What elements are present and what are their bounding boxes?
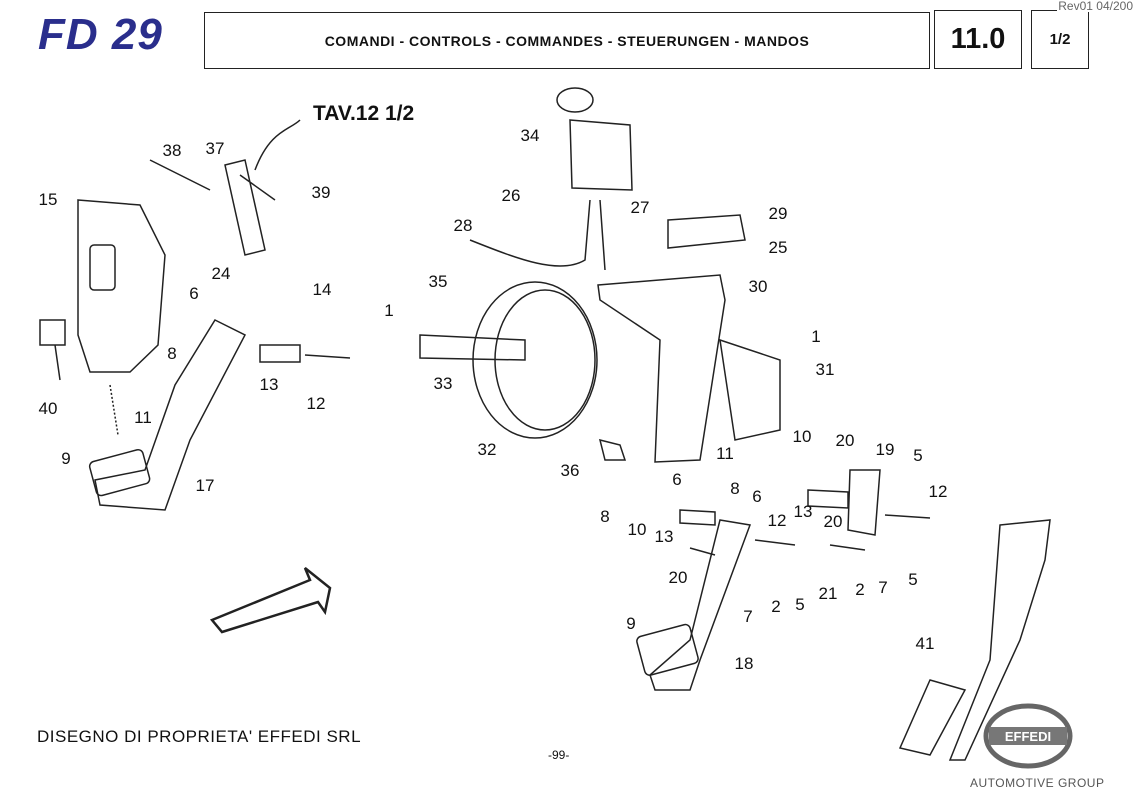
- callout: 27: [630, 198, 650, 217]
- callout: 6: [672, 470, 682, 489]
- brake-booster: [472, 281, 598, 439]
- callout: 29: [768, 204, 788, 223]
- callout: 26: [501, 186, 521, 205]
- callout: 18: [734, 654, 754, 673]
- callout: 8: [600, 507, 610, 526]
- callout: 28: [453, 216, 473, 235]
- accelerator-pedal: [948, 519, 1051, 761]
- callout: 32: [477, 440, 497, 459]
- callout: 5: [908, 570, 918, 589]
- callout: 13: [259, 375, 279, 394]
- brake-pedal: [649, 519, 752, 691]
- pedal-bracket: [77, 199, 166, 373]
- effedi-logo: EFFEDI: [983, 703, 1073, 769]
- brand-text: EFFEDI: [1005, 729, 1051, 744]
- direction-arrow: [209, 567, 332, 634]
- callout: 5: [795, 595, 805, 614]
- ownership-notice: DISEGNO DI PROPRIETA' EFFEDI SRL: [37, 727, 362, 746]
- callout: 7: [743, 607, 753, 626]
- page-number: -99-: [548, 748, 570, 762]
- callout: 19: [875, 440, 895, 459]
- callout: 38: [162, 141, 182, 160]
- callout: 11: [716, 444, 734, 463]
- section-text: 11.0: [950, 23, 1006, 55]
- callout: 2: [855, 580, 865, 599]
- callout: 12: [767, 511, 787, 530]
- pedal-box: [719, 338, 781, 441]
- callout: 10: [792, 427, 812, 446]
- callout: 6: [189, 284, 199, 303]
- clutch-pedal: [94, 319, 247, 511]
- callout: 40: [38, 399, 58, 418]
- callout: 11: [134, 408, 152, 427]
- callout: 39: [311, 183, 331, 202]
- callout: 5: [913, 446, 923, 465]
- fluid-reservoir: [569, 119, 633, 191]
- page-text: 1/2: [1049, 31, 1071, 48]
- support-bracket: [597, 274, 726, 463]
- revision-label: Rev01 04/200: [1057, 0, 1134, 13]
- callout: 41: [915, 634, 935, 653]
- callout: 12: [928, 482, 948, 501]
- callout: 14: [312, 280, 332, 299]
- table-reference: TAV.12 1/2: [313, 102, 415, 125]
- callout: 20: [835, 431, 855, 450]
- callout: 1: [384, 301, 394, 320]
- callout: 35: [428, 272, 448, 291]
- brand-tagline: AUTOMOTIVE GROUP: [970, 776, 1105, 790]
- callout: 20: [823, 512, 843, 531]
- callout: 8: [730, 479, 740, 498]
- brake-master-cylinder: [419, 334, 526, 361]
- callout: 33: [433, 374, 453, 393]
- title-text: COMANDI - CONTROLS - COMMANDES - STEUERU…: [324, 32, 810, 49]
- callout: 31: [815, 360, 835, 379]
- callout: 20: [668, 568, 688, 587]
- model-logo: FD 29: [38, 10, 163, 59]
- page-title: COMANDI - CONTROLS - COMMANDES - STEUERU…: [204, 12, 930, 69]
- callout: 34: [520, 126, 540, 145]
- section-number: 11.0: [934, 10, 1022, 69]
- callout: 13: [654, 527, 674, 546]
- callout: 30: [748, 277, 768, 296]
- callout: 25: [768, 238, 788, 257]
- callout: 13: [793, 502, 813, 521]
- callout: 12: [306, 394, 326, 413]
- callout: 2: [771, 597, 781, 616]
- callout: 21: [818, 584, 838, 603]
- callout: 9: [61, 449, 71, 468]
- callout: 10: [627, 520, 647, 539]
- callout: 8: [167, 344, 177, 363]
- callout: 9: [626, 614, 636, 633]
- callout: 24: [211, 264, 231, 283]
- callout: 1: [811, 327, 821, 346]
- callout: 17: [195, 476, 215, 495]
- callout: 6: [752, 487, 762, 506]
- callout: 36: [560, 461, 580, 480]
- clutch-master-cylinder: [224, 159, 276, 256]
- callout: 15: [38, 190, 58, 209]
- callout: 7: [878, 578, 888, 597]
- callout: 37: [205, 139, 225, 158]
